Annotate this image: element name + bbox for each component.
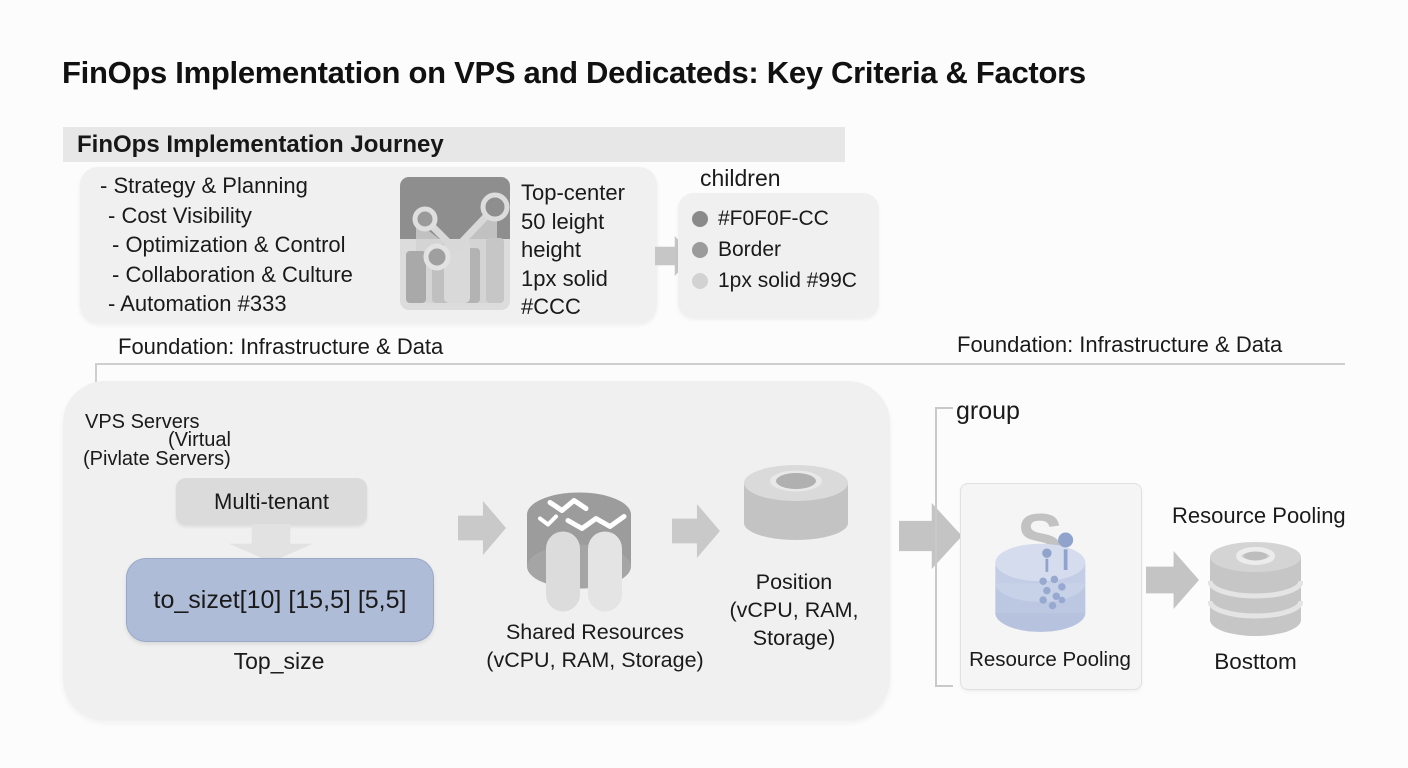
foundation-label-right: Foundation: Infrastructure & Data — [957, 332, 1283, 357]
shared-resources-caption: Shared Resources (vCPU, RAM, Storage) — [468, 618, 722, 674]
journey-note: Top-center 50 leight height 1px solid #C… — [521, 179, 625, 322]
caption-line: (vCPU, RAM, — [729, 598, 859, 622]
caption-line: Storage) — [752, 626, 836, 650]
bullet-text: Border — [718, 237, 782, 261]
note-line: 1px solid — [521, 265, 608, 291]
size-box-caption: Top_size — [233, 648, 325, 674]
caption-line: Position — [755, 570, 833, 594]
page-title: FinOps Implementation on VPS and Dedicat… — [62, 55, 1086, 90]
bullet-item: Border — [678, 234, 879, 265]
database-caption: Bosttom — [1214, 649, 1297, 674]
bullet-text: #F0F0F-CC — [718, 206, 829, 230]
journey-header-bar: FinOps Implementation Journey — [63, 127, 845, 162]
resource-pooling-label: Resource Pooling — [1172, 503, 1346, 528]
position-cylinder-icon — [744, 465, 848, 540]
database-stack-icon — [1208, 542, 1303, 636]
bullet-dot-icon — [692, 210, 708, 227]
caption-line: (vCPU, RAM, Storage) — [486, 648, 704, 672]
vps-panel — [63, 381, 890, 720]
position-caption: Position (vCPU, RAM, Storage) — [718, 568, 870, 652]
journey-item: - Automation #333 — [108, 291, 287, 316]
journey-box — [80, 167, 657, 323]
children-box: #F0F0F-CC Border 1px solid #99C — [678, 193, 879, 318]
note-line: #CCC — [521, 294, 581, 319]
group-bracket — [935, 407, 953, 687]
vps-title-line: (Pivlate Servers) — [83, 448, 231, 470]
arrow-right-icon — [1146, 551, 1199, 609]
journey-item: - Collaboration & Culture — [112, 261, 353, 287]
size-box: to_sizet[10] [15,5] [5,5] — [126, 558, 434, 642]
children-label: children — [700, 165, 781, 191]
foundation-divider — [95, 363, 1345, 365]
shared-resources-icon — [527, 492, 631, 612]
resource-pooling-box-label: Resource Pooling — [969, 648, 1131, 671]
note-line: 50 leight — [521, 208, 605, 234]
caption-line: Shared Resources — [505, 620, 685, 644]
foundation-label-left: Foundation: Infrastructure & Data — [118, 334, 444, 359]
foundation-divider-drop — [95, 363, 97, 383]
bullet-item: #F0F0F-CC — [678, 203, 879, 234]
vps-title-line: VPS Servers — [85, 411, 200, 433]
journey-item: - Strategy & Planning — [100, 173, 308, 198]
note-line: height — [521, 237, 581, 262]
bullet-item: 1px solid #99C — [678, 265, 879, 296]
resource-pooling-icon: S — [995, 500, 1086, 632]
bullet-text: 1px solid #99C — [718, 268, 857, 292]
journey-header-label: FinOps Implementation Journey — [77, 131, 444, 158]
vps-title-line: (Virtual — [168, 429, 231, 451]
note-line: Top-center — [521, 180, 625, 205]
journey-item: - Optimization & Control — [112, 232, 346, 257]
multi-tenant-chip: Multi-tenant — [176, 478, 367, 525]
journey-item: - Cost Visibility — [108, 202, 252, 228]
bar-line-chart-icon — [400, 177, 510, 310]
group-label: group — [956, 397, 1020, 425]
journey-item-list: - Strategy & Planning - Cost Visibility … — [100, 171, 353, 319]
bullet-dot-icon — [692, 272, 708, 289]
bullet-dot-icon — [692, 241, 708, 258]
